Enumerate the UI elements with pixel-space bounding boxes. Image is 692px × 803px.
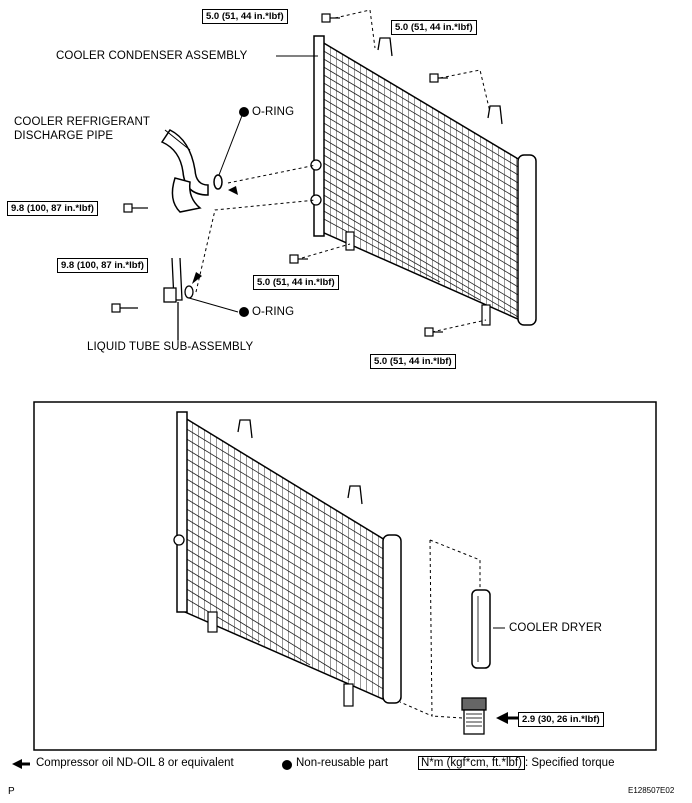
- label-oring-top: O-RING: [252, 106, 295, 118]
- legend-oil: Compressor oil ND-OIL 8 or equivalent: [36, 757, 234, 769]
- dryer-cap-shape: [461, 697, 487, 735]
- torque-box-4: 9.8 (100, 87 in.*lbf): [57, 258, 148, 273]
- discharge-pipe-shape: [160, 129, 223, 213]
- label-condenser-assembly: COOLER CONDENSER ASSEMBLY: [56, 50, 248, 62]
- cooler-dryer-shape: [471, 589, 491, 669]
- label-liquid-tube: LIQUID TUBE SUB-ASSEMBLY: [87, 341, 254, 353]
- label-discharge-pipe: COOLER REFRIGERANT DISCHARGE PIPE: [14, 116, 150, 142]
- bottom-condenser: [173, 411, 402, 707]
- torque-box-2: 5.0 (51, 44 in.*lbf): [391, 20, 477, 35]
- top-condenser: [310, 35, 537, 326]
- torque-box-3: 9.8 (100, 87 in.*lbf): [7, 201, 98, 216]
- detail-frame: [33, 401, 657, 751]
- legend-torque-unit: N*m (kgf*cm, ft.*lbf): [418, 756, 525, 770]
- legend-torque-text: : Specified torque: [524, 757, 615, 769]
- torque-box-5: 5.0 (51, 44 in.*lbf): [253, 275, 339, 290]
- label-oring-bottom: O-RING: [252, 306, 295, 318]
- torque-box-7: 2.9 (30, 26 in.*lbf): [518, 712, 604, 727]
- torque-box-1: 5.0 (51, 44 in.*lbf): [202, 9, 288, 24]
- legend-torque: N*m (kgf*cm, ft.*lbf): Specified torque: [418, 756, 615, 770]
- liquid-tube-shape: [163, 257, 194, 340]
- page-marker: P: [8, 786, 15, 797]
- torque-box-6: 5.0 (51, 44 in.*lbf): [370, 354, 456, 369]
- legend-nonreusable: Non-reusable part: [296, 757, 389, 769]
- label-cooler-dryer: COOLER DRYER: [509, 622, 603, 634]
- figure-id: E128507E02: [628, 786, 675, 795]
